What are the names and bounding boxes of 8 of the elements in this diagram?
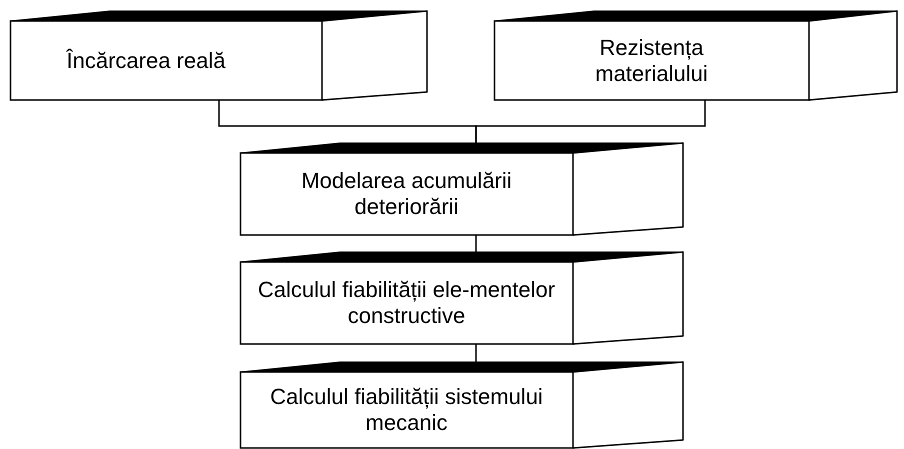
block-label: Calculul fiabilității ele-mentelor constructive	[256, 277, 556, 329]
block-label: Modelarea acumulării deteriorării	[300, 168, 513, 220]
connector-line	[475, 235, 477, 252]
block-label: Încărcarea reală	[66, 48, 226, 74]
block-label: Calculul fiabilității sistemului mecanic	[269, 384, 544, 436]
block-label: Rezistența materialului	[594, 34, 709, 86]
connector-line	[475, 344, 477, 362]
connector-line	[475, 100, 706, 143]
